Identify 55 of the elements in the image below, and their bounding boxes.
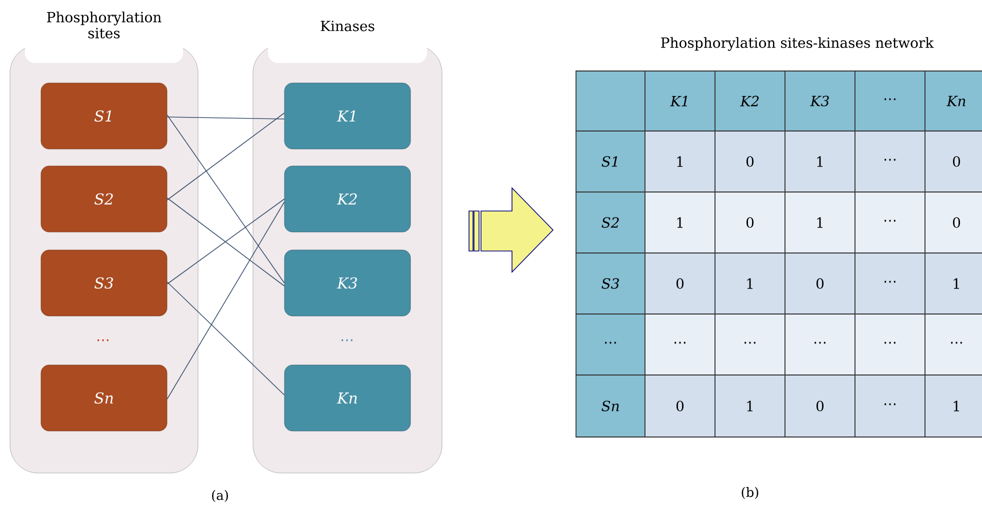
kinase-box: K3 — [284, 250, 411, 316]
ellipsis: ⋯ — [342, 339, 352, 342]
kinase-box: K2 — [284, 166, 411, 232]
panel-label: (b) — [742, 487, 758, 499]
table-cell: 1 — [714, 252, 786, 314]
header-cell: ⋯ — [854, 70, 926, 132]
table-cell: ⋯ — [714, 314, 786, 376]
header-cell: K3 — [784, 70, 856, 132]
kinase-box: Kn — [284, 364, 411, 432]
table-cell: 1 — [924, 374, 982, 438]
ellipsis: ⋯ — [98, 339, 108, 342]
site-box: Sn — [40, 364, 168, 432]
header-cell: K2 — [714, 70, 786, 132]
table-cell: 0 — [924, 130, 982, 192]
table-cell: ⋯ — [854, 314, 926, 376]
connector-line — [166, 114, 285, 284]
table-cell: ⋯ — [854, 192, 926, 254]
table-title: Phosphorylation sites-kinases network — [661, 37, 934, 51]
table-cell: ⋯ — [854, 374, 926, 438]
header-cell: S2 — [576, 192, 646, 254]
table-cell: 1 — [644, 192, 716, 254]
table-cell: 0 — [644, 252, 716, 314]
connector-line — [166, 116, 285, 120]
table-cell: 0 — [784, 374, 856, 438]
header-cell: ⋯ — [576, 314, 646, 376]
table-cell: ⋯ — [784, 314, 856, 376]
header-cell: S3 — [576, 252, 646, 314]
table-cell: ⋯ — [644, 314, 716, 376]
connector-line — [166, 112, 285, 200]
node-label: Kinases — [320, 20, 374, 32]
table-cell: ⋯ — [854, 130, 926, 192]
table-cell: ⋯ — [924, 314, 982, 376]
header-cell: K1 — [644, 70, 716, 132]
table-cell: 1 — [784, 192, 856, 254]
site-box: S3 — [40, 250, 168, 316]
table-cell: 0 — [924, 192, 982, 254]
panel-label: (a) — [212, 490, 228, 502]
table-cell: 0 — [644, 374, 716, 438]
table-cell: 0 — [714, 192, 786, 254]
table-cell: 1 — [924, 252, 982, 314]
header-cell: Kn — [924, 70, 982, 132]
node-label: Phosphorylation sites — [47, 12, 162, 38]
connector-line — [166, 282, 285, 396]
connector-line — [166, 202, 285, 400]
table-cell: 1 — [644, 130, 716, 192]
table-cell: 1 — [714, 374, 786, 438]
site-box: S2 — [40, 166, 168, 232]
site-box: S1 — [40, 82, 168, 150]
kinase-box: K1 — [284, 82, 411, 150]
table-cell: 0 — [784, 252, 856, 314]
header-cell: S1 — [576, 130, 646, 192]
table-cell: ⋯ — [854, 252, 926, 314]
header-cell: Sn — [576, 374, 646, 438]
table-cell: 1 — [784, 130, 856, 192]
table-cell: 0 — [714, 130, 786, 192]
